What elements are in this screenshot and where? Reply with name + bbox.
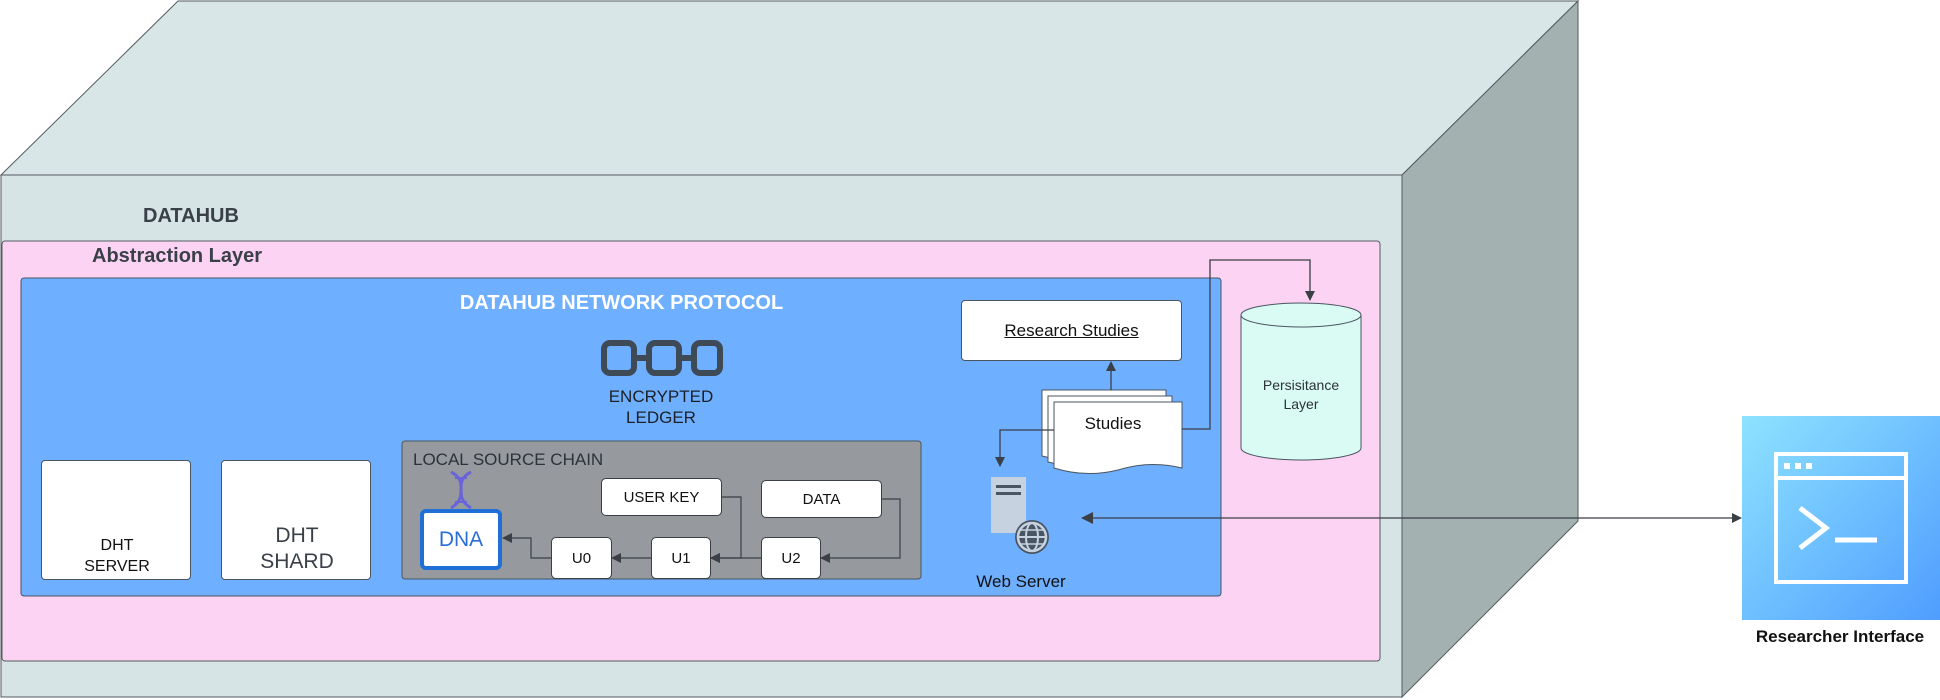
researcher-interface-box[interactable] — [1742, 416, 1940, 620]
data-to-u2-arrow — [820, 498, 901, 563]
terminal-window-icon — [1742, 416, 1940, 620]
studies-to-webserver-arrow — [995, 429, 1054, 467]
persistence-line1: Persisitance — [1262, 377, 1340, 393]
dna-node[interactable]: DNA — [420, 509, 502, 570]
dht-server-line1: DHT — [100, 537, 134, 554]
research-studies-label: Research Studies — [1004, 320, 1139, 340]
data-label: DATA — [802, 490, 841, 508]
userkey-to-u1-arrow — [710, 496, 742, 563]
dht-server-label: DHT SERVER — [42, 535, 192, 577]
research-studies-box[interactable]: Research Studies — [961, 300, 1182, 361]
u0-node[interactable]: U0 — [551, 537, 612, 579]
network-protocol-title: DATAHUB NETWORK PROTOCOL — [459, 292, 784, 314]
u2-node[interactable]: U2 — [761, 537, 821, 579]
persistence-line2: Layer — [1283, 396, 1319, 412]
u2-label: U2 — [781, 549, 801, 567]
u0-to-dna-arrow — [502, 533, 551, 559]
user-key-node[interactable]: USER KEY — [601, 478, 722, 516]
dht-shard-line2: SHARD — [260, 550, 334, 573]
dna-label: DNA — [438, 527, 484, 551]
studies-to-persistence-arrow — [1182, 259, 1315, 430]
persistence-layer-label: Persisitance Layer — [1241, 376, 1361, 414]
user-key-label: USER KEY — [623, 488, 700, 506]
dht-shard-label: DHT SHARD — [222, 523, 372, 575]
web-server-label: Web Server — [976, 572, 1066, 591]
abstraction-layer-title: Abstraction Layer — [92, 245, 263, 267]
dht-server-line2: SERVER — [84, 558, 150, 575]
local-source-chain-title: LOCAL SOURCE CHAIN — [413, 450, 604, 469]
researcher-interface-label: Researcher Interface — [1755, 627, 1925, 646]
encrypted-ledger-label: ENCRYPTED LEDGER — [580, 386, 742, 428]
dna-helix-icon — [450, 470, 472, 510]
chain-link-icon — [601, 340, 723, 376]
encrypted-ledger-line2: LEDGER — [626, 408, 696, 427]
dht-server-card[interactable]: DHT SERVER — [41, 460, 191, 580]
web-server-globe-icon — [991, 477, 1049, 554]
u0-label: U0 — [571, 549, 592, 567]
dht-shard-card[interactable]: DHT SHARD — [221, 460, 371, 580]
data-node[interactable]: DATA — [761, 480, 882, 518]
studies-document-stack — [1041, 389, 1183, 475]
datahub-box-top-face — [0, 0, 1580, 176]
studies-label: Studies — [1084, 414, 1142, 433]
encrypted-ledger-line1: ENCRYPTED — [608, 387, 714, 406]
dht-shard-line1: DHT — [275, 524, 319, 547]
u1-label: U1 — [671, 549, 691, 567]
u1-node[interactable]: U1 — [651, 537, 711, 579]
persistence-cylinder — [1240, 302, 1362, 461]
datahub-title: DATAHUB — [143, 205, 239, 227]
